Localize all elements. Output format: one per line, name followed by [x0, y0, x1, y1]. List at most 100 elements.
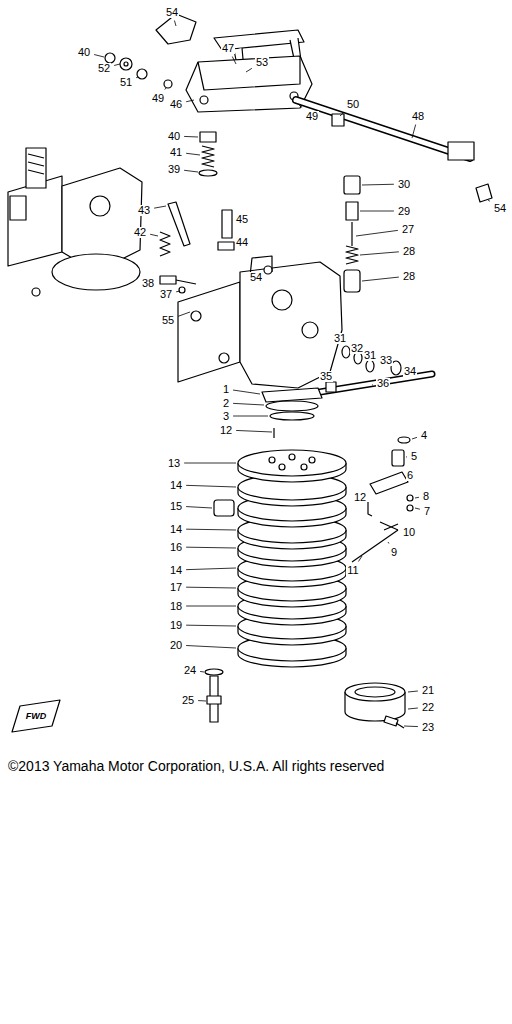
screw	[384, 716, 398, 726]
leader-line	[186, 568, 236, 570]
leader-line	[488, 200, 490, 201]
screw	[168, 202, 190, 246]
leader-line	[236, 430, 272, 432]
nut	[218, 242, 234, 250]
callout-number: 39	[167, 164, 181, 175]
callout-number: 49	[305, 111, 319, 122]
leader-line	[186, 606, 236, 607]
callout-number: 16	[169, 542, 183, 553]
leader-line	[184, 170, 198, 172]
leader-line	[178, 312, 190, 316]
callout-number: 45	[235, 214, 249, 225]
leader-line	[362, 184, 394, 186]
leader-line	[408, 708, 418, 710]
carburetor-flange	[178, 282, 240, 382]
leader-line	[150, 234, 158, 236]
callout-number: 25	[181, 695, 195, 706]
callout-number: 37	[159, 289, 173, 300]
leader-line	[186, 529, 236, 531]
holder	[346, 202, 358, 220]
leader-line	[358, 556, 362, 562]
callout-number: 41	[169, 147, 183, 158]
leader-line	[356, 230, 398, 236]
callout-number: 27	[401, 224, 415, 235]
callout-number: 40	[167, 131, 181, 142]
leader-line	[415, 497, 419, 499]
bracket	[186, 56, 312, 112]
callout-number: 14	[169, 565, 183, 576]
callout-number: 33	[379, 355, 393, 366]
callout-number: 18	[169, 601, 183, 612]
washer	[199, 170, 217, 176]
jet	[222, 210, 232, 238]
callout-number: 13	[167, 458, 181, 469]
callout-number: 28	[402, 246, 416, 257]
fitting	[326, 382, 336, 392]
leader-line	[406, 456, 408, 457]
leader-line	[186, 507, 212, 508]
washer	[205, 669, 223, 675]
leader-line	[184, 136, 198, 138]
callout-number: 1	[222, 384, 230, 395]
callout-number: 4	[420, 430, 428, 441]
nut	[105, 53, 115, 63]
callout-number: 22	[421, 702, 435, 713]
carburetor-flange	[8, 176, 62, 266]
leader-line	[114, 64, 120, 65]
callout-number: 31	[363, 350, 377, 361]
callout-number: 24	[183, 665, 197, 676]
leader-line	[340, 113, 344, 117]
callout-number: 17	[169, 582, 183, 593]
callout-number: 30	[397, 179, 411, 190]
plunger	[392, 450, 404, 466]
spring	[160, 232, 170, 256]
callout-number: 40	[77, 47, 91, 58]
leader-line	[186, 100, 194, 102]
callout-number: 23	[421, 722, 435, 733]
callout-number: 7	[423, 506, 431, 517]
callout-number: 44	[235, 237, 249, 248]
leader-line	[246, 68, 252, 72]
leader-line	[233, 390, 260, 394]
leader-line	[186, 485, 236, 487]
choke	[10, 196, 26, 220]
callout-number: 21	[421, 685, 435, 696]
lever-plate	[156, 14, 196, 44]
seal	[398, 437, 410, 443]
leader-line	[154, 206, 166, 208]
callout-number: 49	[151, 93, 165, 104]
callout-number: 35	[319, 371, 333, 382]
leader-line	[362, 277, 399, 281]
callout-number: 5	[410, 451, 418, 462]
callout-number: 51	[119, 77, 133, 88]
callout-number: 55	[161, 315, 175, 326]
callout-number: 29	[397, 206, 411, 217]
leader-line	[412, 437, 417, 439]
callout-number: 14	[169, 480, 183, 491]
leader-line	[174, 21, 176, 27]
piston	[344, 270, 360, 292]
leader-line	[186, 547, 236, 549]
screw	[160, 276, 176, 284]
callout-number: 43	[137, 205, 151, 216]
callout-number: 36	[376, 378, 390, 389]
callout-number: 46	[169, 99, 183, 110]
screw	[476, 184, 492, 202]
copyright-note: ©2013 Yamaha Motor Corporation, U.S.A. A…	[8, 759, 384, 773]
callout-number: 31	[333, 333, 347, 344]
leader-line	[186, 587, 236, 589]
callout-number: 54	[165, 7, 179, 18]
collar	[332, 114, 344, 126]
leader-line	[186, 153, 200, 155]
callout-number: 53	[255, 57, 269, 68]
leader-line	[165, 88, 166, 90]
direction-logo	[12, 700, 60, 732]
callout-number: 54	[493, 203, 507, 214]
leader-line	[184, 463, 236, 464]
callout-number: 19	[169, 620, 183, 631]
leader-line	[415, 508, 420, 509]
leader-line	[298, 104, 302, 108]
leader-line	[94, 55, 104, 57]
callout-number: 34	[403, 366, 417, 377]
